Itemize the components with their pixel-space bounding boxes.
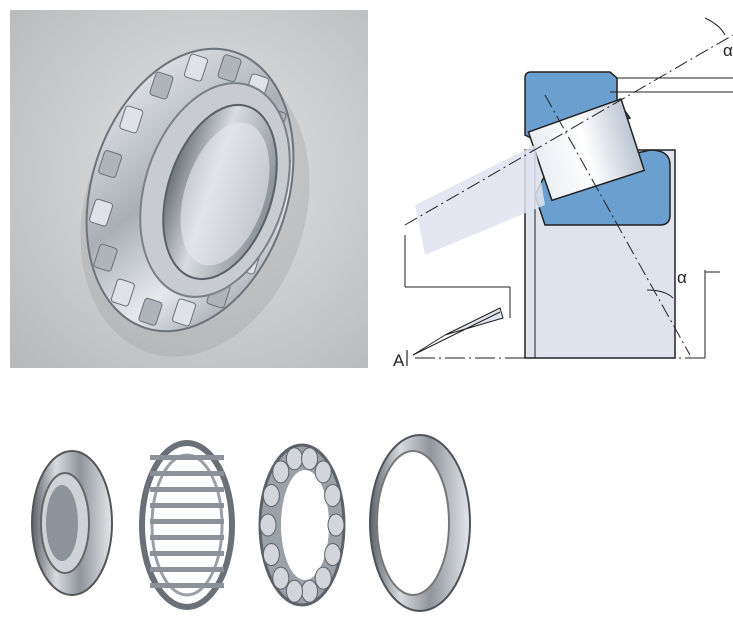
label-alpha-top: α: [723, 41, 733, 60]
cage-bar: [150, 471, 224, 476]
roller: [110, 278, 135, 307]
cage-roller: [285, 579, 303, 603]
roller: [138, 297, 163, 326]
roller: [217, 54, 242, 83]
parts-graphic: [31, 434, 471, 612]
cage-with-rollers: [258, 443, 346, 607]
cage-roller: [324, 543, 342, 567]
roller: [183, 53, 208, 82]
cage-bar: [150, 583, 224, 588]
cage-bar: [150, 503, 224, 508]
bearing-photo-graphic: [10, 10, 368, 368]
bearing-parts-row: [10, 405, 480, 625]
cage-roller: [314, 566, 332, 590]
roller: [149, 71, 174, 100]
cage-bar: [150, 519, 224, 524]
cage-roller: [285, 447, 303, 471]
section-diagram-graphic: A α α: [393, 17, 733, 370]
roller-section: [527, 97, 646, 202]
roller: [93, 243, 118, 272]
cage-roller: [324, 483, 342, 507]
roller-cage: [139, 440, 235, 610]
cage-roller: [272, 460, 290, 484]
cage-bar: [150, 455, 224, 460]
cage-roller: [259, 513, 277, 537]
cone-inner-ring: [31, 450, 113, 596]
cage-bar: [150, 535, 224, 540]
cage-roller: [262, 483, 280, 507]
bearing-photo: [10, 10, 368, 368]
label-alpha: α: [677, 268, 687, 287]
cage-roller: [301, 447, 319, 471]
roller: [98, 150, 123, 178]
cage-bar: [150, 567, 224, 572]
cage-roller: [272, 566, 290, 590]
cage-roller: [314, 460, 332, 484]
label-a: A: [393, 351, 405, 370]
cage-roller: [301, 579, 319, 603]
cage-bar: [150, 551, 224, 556]
roller: [119, 105, 144, 134]
cage-roller: [327, 513, 345, 537]
cage-roller: [262, 543, 280, 567]
bearing-section-diagram: A α α: [385, 0, 733, 372]
roller: [172, 298, 197, 327]
cage-bar: [150, 487, 224, 492]
roller: [89, 198, 114, 227]
cup-outer-ring: [369, 434, 471, 612]
